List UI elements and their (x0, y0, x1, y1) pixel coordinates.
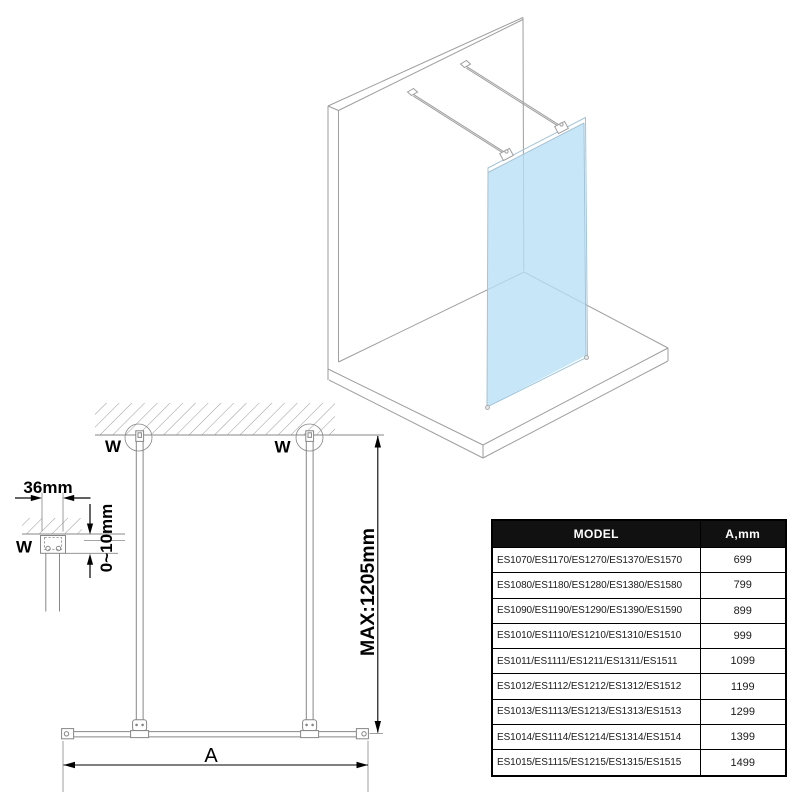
wall (327, 17, 525, 380)
glass-end-cap-left (61, 728, 75, 740)
support-bar-near (406, 87, 514, 162)
dimension-a: A (62, 740, 369, 792)
spec-table-row: ES1080/ES1180/ES1280/ES1380/ES1580 799 (491, 572, 787, 599)
glass-foot (584, 355, 589, 360)
model-cell: ES1011/ES1111/ES1211/ES1311/ES1511 (491, 648, 701, 675)
spec-table-row: ES1090/ES1190/ES1290/ES1390/ES1590 899 (491, 597, 787, 624)
detail-bracket (40, 535, 66, 554)
spec-table-row: ES1070/ES1170/ES1270/ES1370/ES1570 699 (491, 546, 787, 574)
dimension-0-10mm: 0~10mm (86, 504, 116, 578)
bracket-width-label: 36mm (23, 478, 72, 497)
wall-bracket-left (135, 430, 145, 442)
adjustment-range-label: 0~10mm (97, 504, 116, 573)
glass-width-label: A (204, 745, 218, 767)
glass-panel (485, 116, 589, 410)
a-mm-cell: 999 (699, 622, 787, 650)
wall-marker-label-left: W (105, 437, 122, 456)
detail-wall-hatch (22, 518, 82, 534)
wall-marker-label-right: W (274, 438, 291, 457)
plan-view: W W (61, 403, 384, 740)
model-cell: ES1080/ES1180/ES1280/ES1380/ES1580 (491, 572, 701, 599)
wall-bracket-right (305, 430, 315, 442)
spec-table-row: ES1015/ES1115/ES1215/ES1315/ES1515 1499 (491, 749, 787, 777)
dimensions: 36mm 0~10mm A MAX:1205mm (15, 435, 383, 792)
wall-hatch (95, 403, 335, 435)
detail-pole (45, 553, 60, 612)
spec-table-row: ES1012/ES1112/ES1212/ES1312/ES1512 1199 (491, 673, 787, 700)
max-length-label: MAX:1205mm (357, 528, 379, 656)
a-mm-column-header: A,mm (699, 519, 787, 548)
dimension-36mm: 36mm (15, 478, 91, 532)
wall-marker-label-detail: W (16, 538, 33, 557)
spec-table-row: ES1011/ES1111/ES1211/ES1311/ES1511 1099 (491, 648, 787, 675)
support-bar-far (459, 59, 569, 135)
a-mm-cell: 1099 (699, 648, 787, 675)
spec-table-header-row: MODEL A,mm (491, 519, 787, 548)
a-mm-cell: 1399 (699, 723, 787, 751)
model-cell: ES1012/ES1112/ES1212/ES1312/ES1512 (491, 673, 701, 700)
support-pole-right (305, 441, 314, 720)
model-cell: ES1013/ES1113/ES1213/ES1313/ES1513 (491, 698, 701, 725)
spec-table-row: ES1013/ES1113/ES1213/ES1313/ES1513 1299 (491, 698, 787, 725)
wall-mount-circle-left (124, 423, 153, 452)
dimension-max: MAX:1205mm (357, 435, 383, 734)
a-mm-cell: 899 (699, 597, 787, 624)
model-cell: ES1014/ES1114/ES1214/ES1314/ES1514 (491, 723, 701, 751)
model-cell: ES1010/ES1110/ES1210/ES1310/ES1510 (491, 622, 701, 650)
mounting-detail-view: W (16, 518, 125, 612)
glass-foot (485, 405, 490, 410)
model-cell: ES1090/ES1190/ES1290/ES1390/ES1590 (491, 597, 701, 624)
a-mm-cell: 1199 (699, 673, 787, 700)
glass-clamp-right (300, 719, 320, 739)
a-mm-cell: 1299 (699, 698, 787, 725)
model-column-header: MODEL (491, 519, 701, 548)
spec-table: MODEL A,mm ES1070/ES1170/ES1270/ES1370/E… (491, 519, 787, 777)
spec-table-row: ES1010/ES1110/ES1210/ES1310/ES1510 999 (491, 622, 787, 650)
glass-end-cap-right (355, 728, 369, 740)
a-mm-cell: 799 (699, 572, 787, 599)
support-pole-left (135, 441, 144, 720)
glass-edge-plan (63, 731, 369, 738)
model-cell: ES1015/ES1115/ES1215/ES1315/ES1515 (491, 749, 701, 777)
spec-table-row: ES1014/ES1114/ES1214/ES1314/ES1514 1399 (491, 723, 787, 751)
wall-mount-circle-right (295, 423, 324, 452)
isometric-view (327, 17, 669, 459)
model-cell: ES1070/ES1170/ES1270/ES1370/ES1570 (491, 546, 701, 574)
a-mm-cell: 699 (699, 546, 787, 574)
glass-clamp-left (130, 719, 150, 739)
a-mm-cell: 1499 (699, 749, 787, 777)
